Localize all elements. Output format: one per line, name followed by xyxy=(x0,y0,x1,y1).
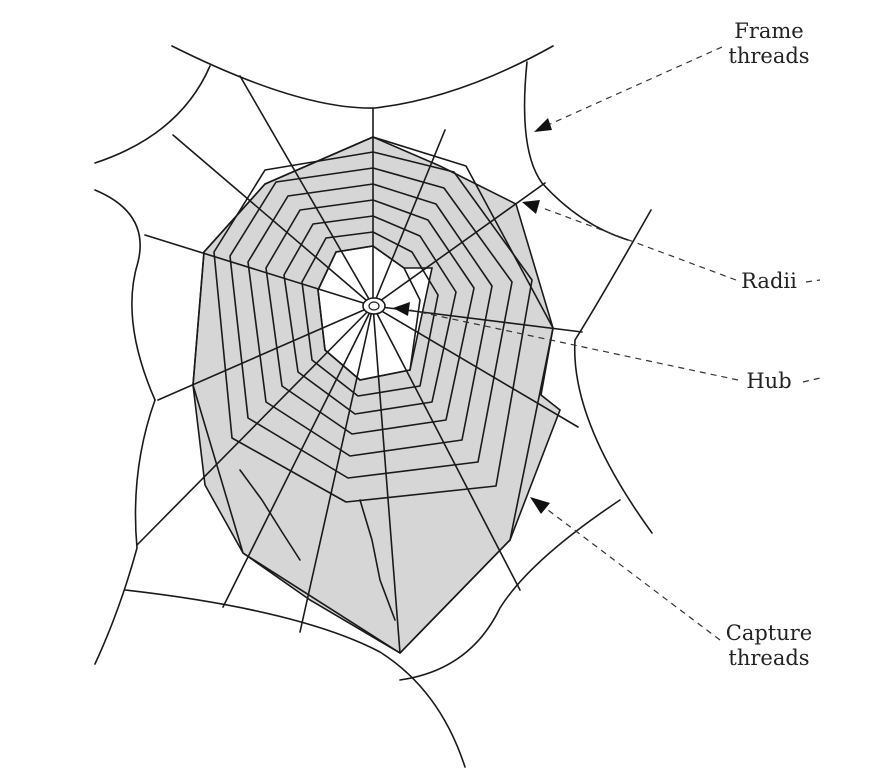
capture-threads-label-line1: Capture xyxy=(726,621,812,645)
capture-threads-label-line2: threads xyxy=(728,646,809,670)
radii-label: Radii xyxy=(741,269,797,293)
frame-threads-label-line1: Frame xyxy=(734,19,803,43)
frame-threads xyxy=(94,45,653,768)
capture-threads xyxy=(192,136,554,654)
hub-label: Hub xyxy=(746,369,791,393)
hub xyxy=(362,297,386,315)
leader-lines xyxy=(393,46,821,641)
capture-spiral-region xyxy=(192,136,561,655)
capture-arrowhead xyxy=(530,497,550,514)
frame-threads-label-line2: threads xyxy=(728,44,809,68)
hub-arrowhead xyxy=(393,302,410,316)
frame-arrowhead xyxy=(534,118,552,132)
radii-arrowhead xyxy=(522,200,540,214)
